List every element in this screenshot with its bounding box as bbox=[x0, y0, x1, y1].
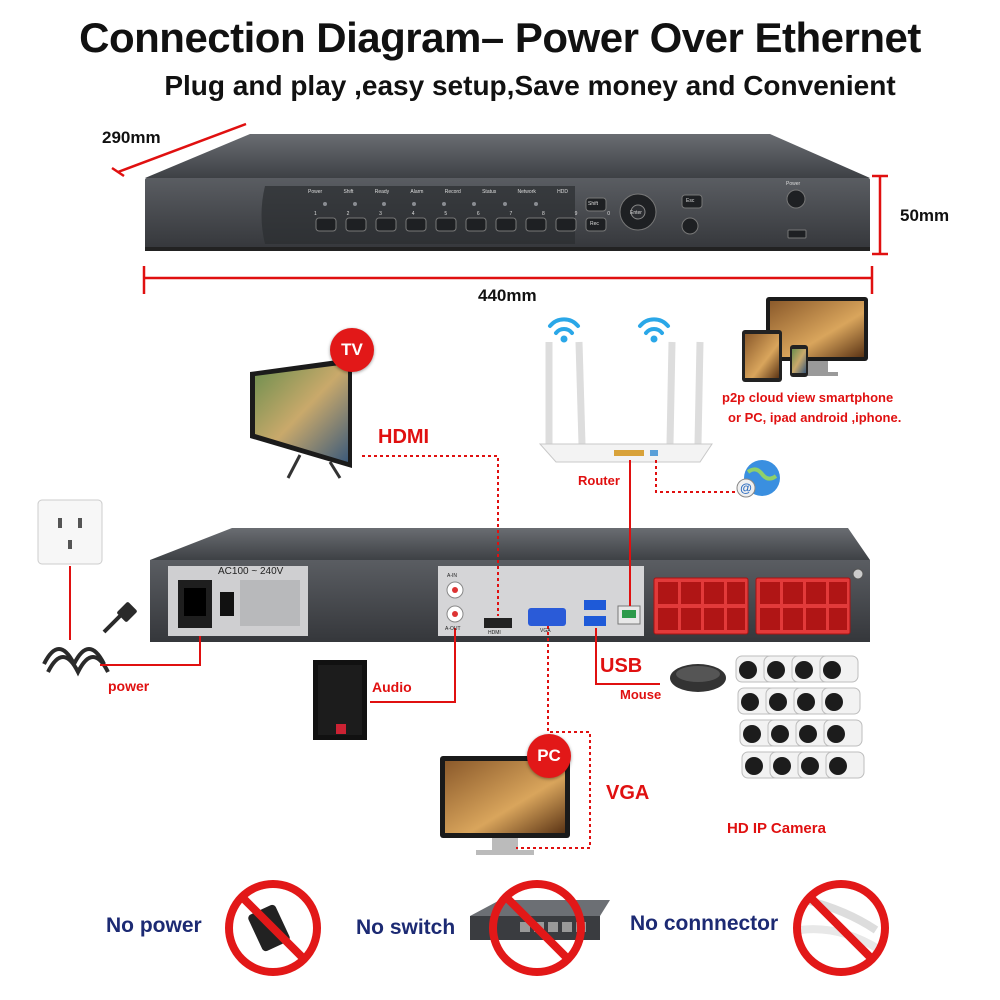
pc-badge: PC bbox=[527, 734, 571, 778]
number-7: 7 bbox=[509, 211, 513, 217]
p2p-devices bbox=[742, 297, 868, 382]
camera-lens bbox=[829, 757, 847, 775]
hdmi-port-label: HDMI bbox=[488, 630, 501, 636]
no-switch-forbid bbox=[470, 880, 610, 976]
mouse-device bbox=[670, 664, 726, 692]
width-dimension: 440mm bbox=[478, 286, 537, 305]
p2p-label-line2: or PC, ipad android ,iphone. bbox=[728, 410, 902, 425]
camera-lens bbox=[773, 757, 791, 775]
number-6: 6 bbox=[476, 211, 480, 217]
power-label: power bbox=[108, 678, 150, 694]
camera-lens bbox=[741, 693, 759, 711]
front-number-labels: 1 2 3 4 5 6 7 8 9 0 bbox=[314, 211, 610, 217]
usb-label: USB bbox=[600, 655, 643, 677]
camera-lens bbox=[743, 725, 761, 743]
depth-dimension: 290mm bbox=[102, 128, 161, 147]
number-4: 4 bbox=[411, 211, 415, 217]
indicator-network: Network bbox=[517, 189, 536, 195]
vga-label: VGA bbox=[606, 782, 650, 804]
svg-text:@: @ bbox=[740, 481, 752, 495]
indicator-status: Status bbox=[482, 189, 497, 195]
dimension-lines bbox=[111, 122, 888, 294]
audio-label: Audio bbox=[372, 679, 412, 695]
tv-device bbox=[250, 358, 352, 479]
audio-out-label: A-OUT bbox=[445, 626, 461, 632]
speaker-device bbox=[313, 660, 367, 740]
voltage-label: AC100 ~ 240V bbox=[218, 566, 284, 577]
diagram-subtitle: Plug and play ,easy setup,Save money and… bbox=[164, 70, 896, 101]
router-label: Router bbox=[578, 473, 620, 488]
rec-button[interactable]: Rec bbox=[590, 221, 599, 227]
vga-port-label: VGA bbox=[540, 628, 551, 634]
audio-in-label: A-IN bbox=[447, 573, 457, 579]
camera-lens bbox=[797, 693, 815, 711]
power-button-label: Power bbox=[786, 181, 801, 187]
camera-lens bbox=[769, 693, 787, 711]
indicator-power: Power bbox=[308, 189, 323, 195]
number-2: 2 bbox=[346, 211, 350, 217]
indicator-ready: Ready bbox=[374, 189, 390, 195]
camera-lens bbox=[801, 757, 819, 775]
no-connector-forbid bbox=[793, 880, 889, 976]
indicator-record: Record bbox=[444, 189, 461, 195]
number-3: 3 bbox=[379, 211, 382, 217]
camera-lens bbox=[795, 661, 813, 679]
camera-lens bbox=[771, 725, 789, 743]
no-power-label: No power bbox=[106, 914, 202, 937]
shift-button[interactable]: Shift bbox=[588, 201, 599, 207]
connection-lines bbox=[69, 460, 660, 703]
indicator-shift: Shift bbox=[343, 189, 354, 195]
ip-camera-array bbox=[735, 655, 865, 779]
no-connector-label: No connnector bbox=[630, 912, 779, 935]
hdmi-label: HDMI bbox=[378, 426, 430, 448]
camera-lens bbox=[767, 661, 785, 679]
dotted-lines bbox=[362, 455, 738, 849]
camera-lens bbox=[827, 725, 845, 743]
camera-lens bbox=[799, 725, 817, 743]
globe-icon: @ bbox=[736, 460, 780, 498]
p2p-label-line1: p2p cloud view smartphone bbox=[722, 390, 894, 405]
wifi-icon bbox=[548, 317, 670, 335]
mouse-label: Mouse bbox=[620, 687, 662, 702]
router-device bbox=[538, 341, 713, 463]
diagram-title: Connection Diagram– Power Over Ethernet bbox=[79, 14, 921, 61]
indicator-hdd: HDD bbox=[557, 189, 568, 195]
height-dimension: 50mm bbox=[900, 206, 950, 225]
indicator-alarm: Alarm bbox=[410, 189, 424, 195]
camera-lens bbox=[825, 693, 843, 711]
camera-lens bbox=[739, 661, 757, 679]
no-switch-label: No switch bbox=[356, 916, 456, 939]
number-5: 5 bbox=[444, 211, 448, 217]
esc-button[interactable]: Esc bbox=[686, 198, 695, 204]
number-8: 8 bbox=[542, 211, 545, 217]
pc-monitor bbox=[440, 756, 570, 855]
front-indicator-labels: Power Shift Ready Alarm Record Status Ne… bbox=[308, 189, 568, 195]
wall-socket bbox=[37, 499, 103, 565]
no-power-forbid bbox=[225, 880, 321, 976]
nvr-rear-unit bbox=[150, 528, 870, 642]
number-1: 1 bbox=[314, 211, 317, 217]
nvr-front-unit bbox=[145, 134, 870, 251]
camera-label: HD IP Camera bbox=[727, 820, 826, 837]
number-0: 0 bbox=[607, 211, 610, 217]
enter-button[interactable]: Enter bbox=[630, 210, 642, 216]
camera-lens bbox=[745, 757, 763, 775]
number-9: 9 bbox=[574, 211, 578, 217]
power-cable bbox=[42, 610, 126, 677]
camera-lens bbox=[823, 661, 841, 679]
tv-badge: TV bbox=[330, 328, 374, 372]
